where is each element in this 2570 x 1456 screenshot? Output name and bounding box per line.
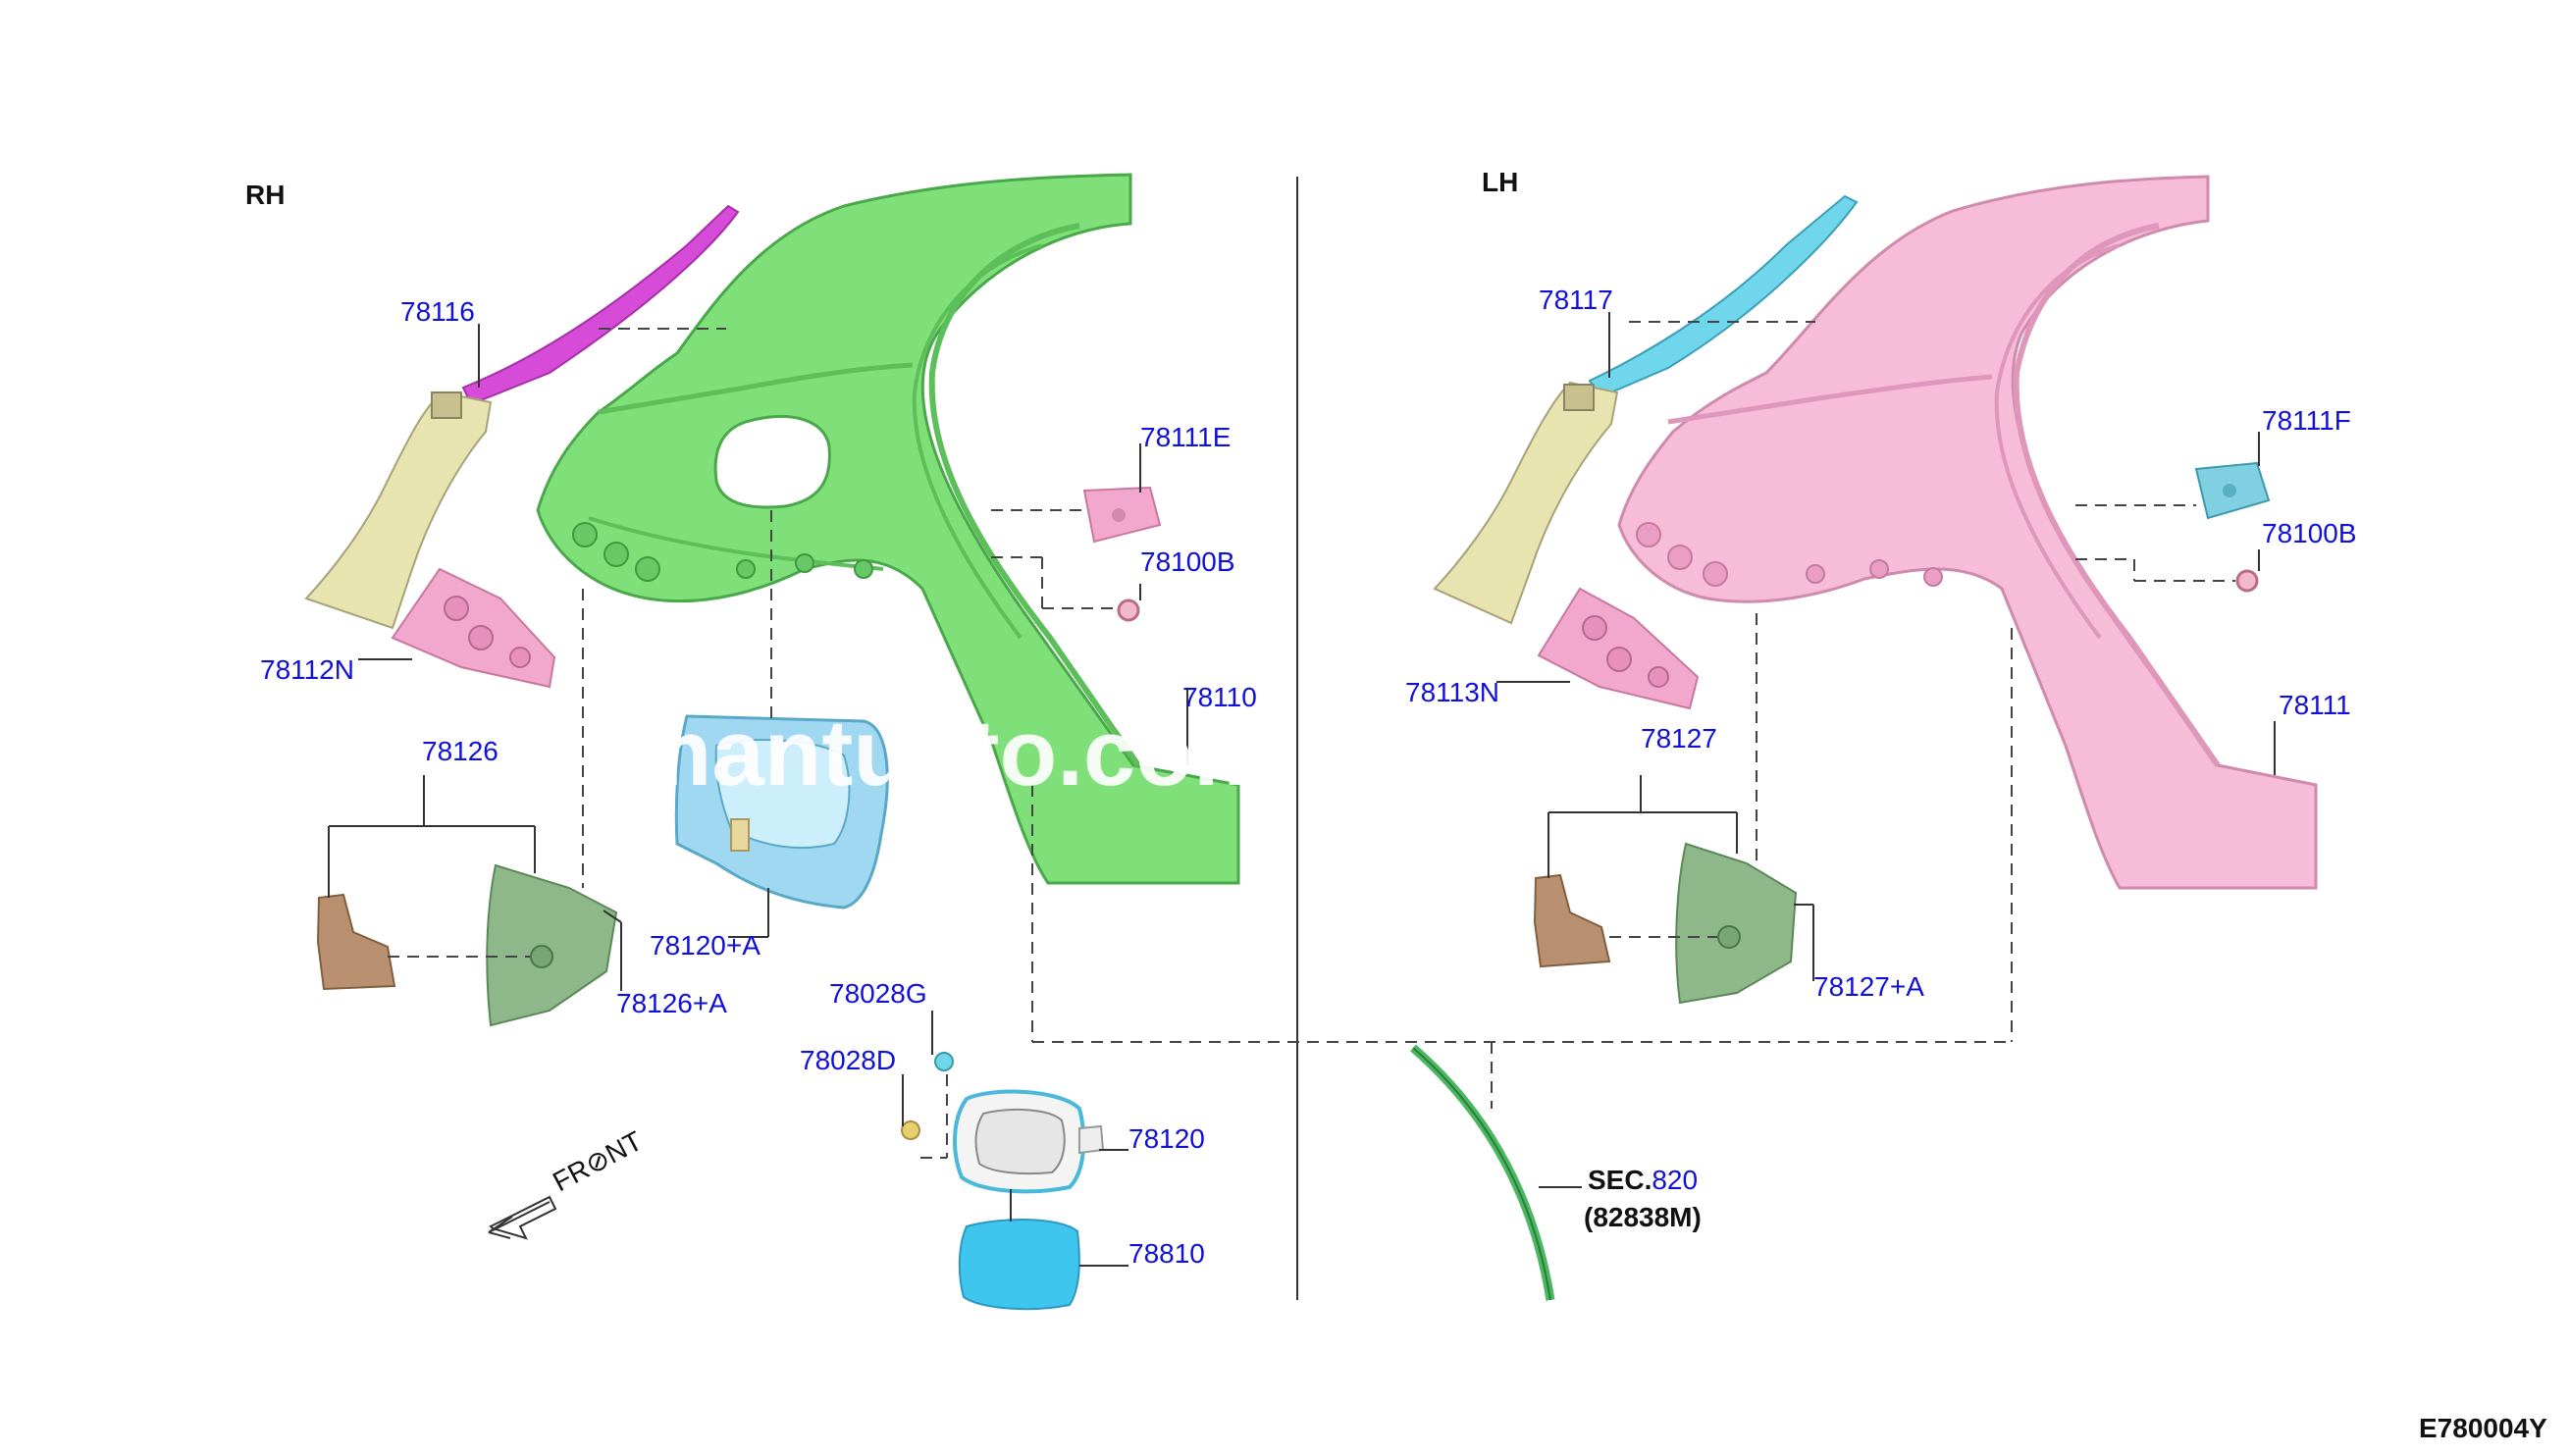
lh-pink-bracket[interactable] xyxy=(1537,587,1700,710)
label-78126a: 78126+A xyxy=(616,988,727,1018)
label-78120a: 78120+A xyxy=(650,930,761,961)
lh-pillar-reinforcement[interactable] xyxy=(1588,194,1859,399)
label-78100b-lh: 78100B xyxy=(2262,518,2357,548)
label-78810: 78810 xyxy=(1128,1238,1205,1269)
label-78028g: 78028G xyxy=(829,978,927,1009)
rh-side-label: RH xyxy=(245,180,285,210)
label-78127: 78127 xyxy=(1641,723,1717,754)
clip-78028g[interactable] xyxy=(934,1052,954,1071)
label-78110: 78110 xyxy=(1182,682,1257,712)
clip-78028d[interactable] xyxy=(901,1120,920,1140)
rh-brown-bracket[interactable] xyxy=(316,893,396,991)
sec-molding-strip[interactable] xyxy=(1410,1044,1555,1301)
label-78116: 78116 xyxy=(400,296,475,327)
sec-reference: SEC.820 xyxy=(1588,1165,1698,1195)
sec-number: 820 xyxy=(1652,1165,1698,1195)
label-78113n: 78113N xyxy=(1405,677,1499,707)
rh-nut[interactable] xyxy=(1117,598,1140,622)
rh-pillar-reinforcement[interactable] xyxy=(461,204,740,406)
drawing-code: E780004Y xyxy=(2419,1413,2547,1443)
label-78100b-rh: 78100B xyxy=(1140,546,1235,577)
lh-wheelhouse-extension[interactable] xyxy=(1675,842,1798,1005)
front-direction-arrow xyxy=(488,1195,557,1240)
rh-rear-fender-outer-panel[interactable] xyxy=(536,173,1240,885)
lh-small-plate[interactable] xyxy=(2194,461,2271,520)
label-78111e: 78111E xyxy=(1140,422,1231,452)
rh-pink-bracket[interactable] xyxy=(391,567,556,689)
label-78111: 78111 xyxy=(2279,690,2351,720)
label-78127a: 78127+A xyxy=(1813,971,1924,1002)
fuel-lid-base[interactable] xyxy=(953,1089,1105,1194)
rh-small-plate[interactable] xyxy=(1082,486,1162,544)
label-78112n: 78112N xyxy=(260,654,354,685)
lh-leader-lines xyxy=(1491,312,2276,1188)
label-78028d: 78028D xyxy=(800,1045,896,1075)
front-label: FR⊘NT xyxy=(548,1125,647,1197)
lh-nut[interactable] xyxy=(2235,569,2259,593)
rh-leader-lines xyxy=(328,324,2012,1267)
lh-side-label: LH xyxy=(1482,167,1518,197)
lh-brown-bracket[interactable] xyxy=(1533,873,1611,968)
rh-wheelhouse-extension[interactable] xyxy=(486,863,618,1027)
sec-subref: (82838M) xyxy=(1584,1202,1702,1232)
watermark: mantuoto.com xyxy=(628,701,1277,806)
lh-inner-pillar[interactable] xyxy=(1433,381,1619,625)
sec-prefix: SEC. xyxy=(1588,1165,1652,1195)
rh-filler-housing[interactable] xyxy=(674,714,889,910)
lh-rear-fender-outer-panel[interactable] xyxy=(1617,175,2318,890)
label-78117: 78117 xyxy=(1539,285,1613,315)
label-78126: 78126 xyxy=(422,736,498,766)
label-78120: 78120 xyxy=(1128,1123,1205,1154)
fuel-lid[interactable] xyxy=(958,1219,1080,1311)
label-78111f: 78111F xyxy=(2262,405,2351,436)
rh-inner-pillar[interactable] xyxy=(304,390,493,630)
